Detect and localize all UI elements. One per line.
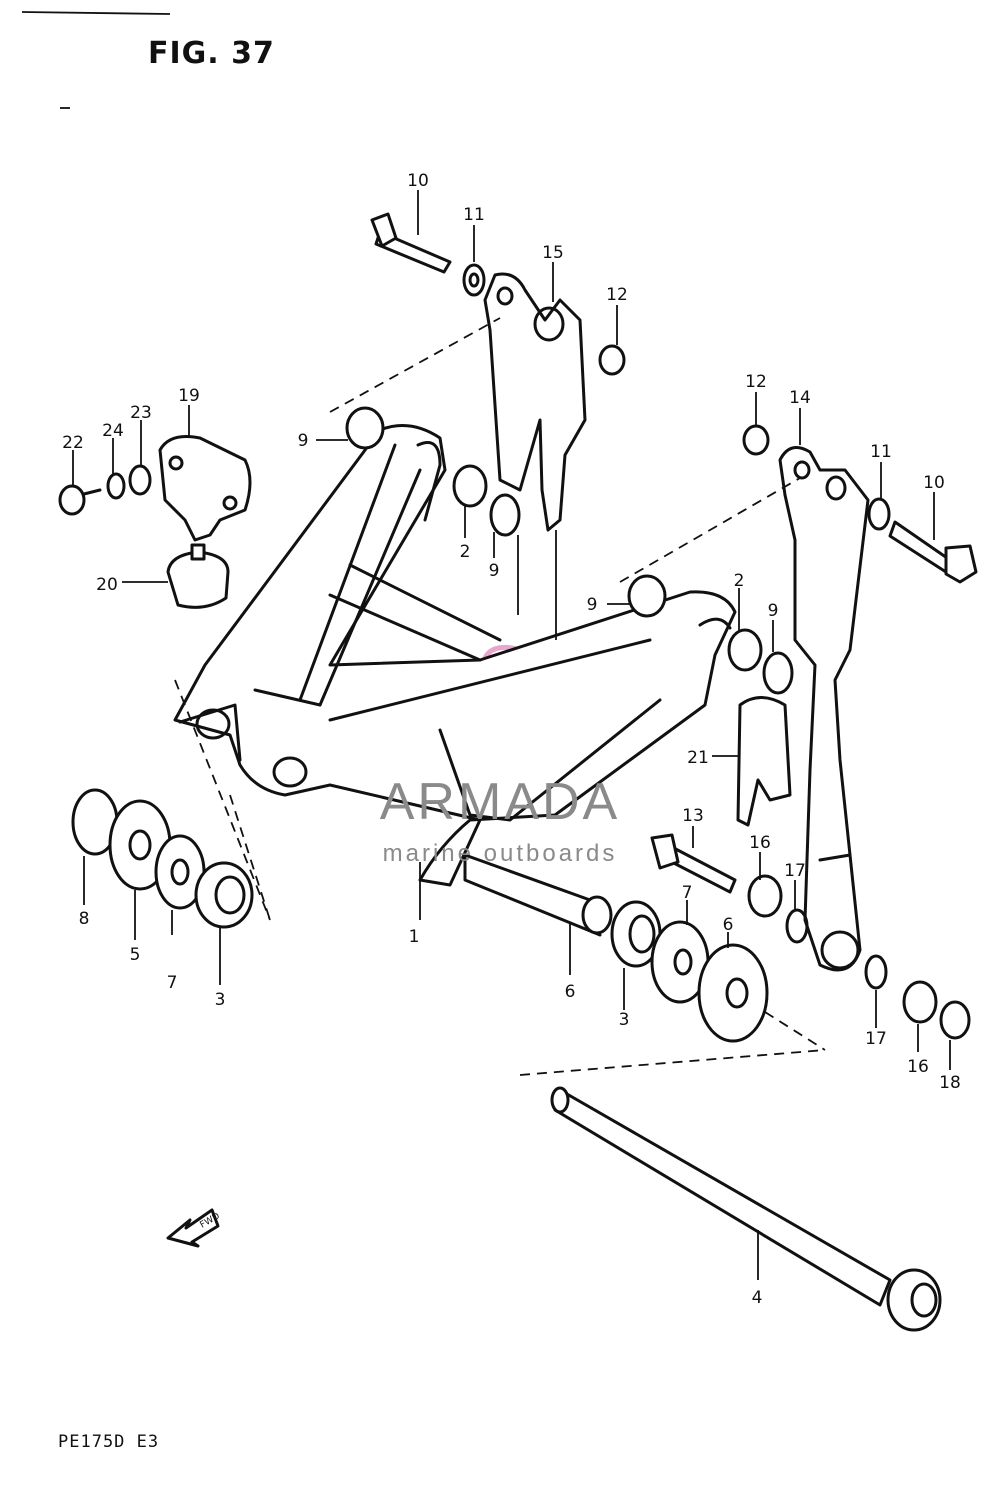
figure-title: FIG. 37	[148, 36, 275, 71]
callout-24: 24	[102, 421, 124, 441]
callout-5: 6	[565, 982, 576, 1002]
fwd-arrow-icon: FWD	[166, 1208, 222, 1248]
callout-9: 9	[768, 601, 779, 621]
swivel-bracket	[173, 424, 737, 920]
callout-1: 1	[409, 927, 420, 947]
small-hardware	[58, 263, 971, 1043]
callout-3: 3	[215, 990, 226, 1010]
callout-12: 12	[745, 372, 767, 392]
callout-11: 11	[870, 442, 892, 462]
clamp-arm-left	[483, 272, 587, 640]
callout-18: 18	[939, 1073, 961, 1093]
callout-14: 14	[789, 388, 811, 408]
bolt-13	[650, 833, 737, 894]
callout-8: 8	[79, 909, 90, 929]
callout-10: 10	[923, 473, 945, 493]
callout-6: 5	[130, 945, 141, 965]
stopper-bracket	[158, 435, 252, 542]
watermark-title: ARMADA	[379, 773, 621, 831]
rubber-stopper	[166, 543, 230, 609]
sleeve-clip	[736, 696, 792, 827]
callout-11: 11	[463, 205, 485, 225]
callout-9: 9	[489, 561, 500, 581]
assembly-dash-lines	[174, 317, 826, 1076]
callout-13: 13	[682, 806, 704, 826]
callout-17: 17	[784, 861, 806, 881]
callout-16: 16	[907, 1057, 929, 1077]
callout-6: 6	[723, 915, 734, 935]
callout-7: 7	[167, 973, 178, 993]
watermark-subtitle: marine outboards	[382, 840, 618, 867]
callout-16: 16	[749, 833, 771, 853]
callout-2: 2	[734, 571, 745, 591]
callout-17: 17	[865, 1029, 887, 1049]
callout-20: 20	[96, 575, 118, 595]
callout-10: 10	[407, 171, 429, 191]
callout-labels: 10 11 15 12 12 14 11 10 9 9 2 9 2 9 19 2…	[62, 171, 961, 1308]
callout-23: 23	[130, 403, 152, 423]
clamp-arm-right	[778, 446, 870, 972]
callout-22: 22	[62, 433, 84, 453]
callout-7: 7	[682, 883, 693, 903]
callout-4: 4	[752, 1288, 763, 1308]
bolt-10-left	[370, 212, 452, 274]
model-code: PE175D E3	[58, 1432, 160, 1452]
callout-3: 3	[619, 1010, 630, 1030]
callout-19: 19	[178, 386, 200, 406]
bolt-10-right	[888, 520, 978, 584]
callout-2: 2	[460, 542, 471, 562]
callout-9: 9	[587, 595, 598, 615]
callout-15: 15	[542, 243, 564, 263]
tilt-pin	[550, 1086, 942, 1332]
sleeve-tube	[463, 853, 613, 975]
callout-21: 21	[687, 748, 709, 768]
callout-leaders	[72, 190, 951, 1070]
callout-12: 12	[606, 285, 628, 305]
callout-9: 9	[298, 431, 309, 451]
